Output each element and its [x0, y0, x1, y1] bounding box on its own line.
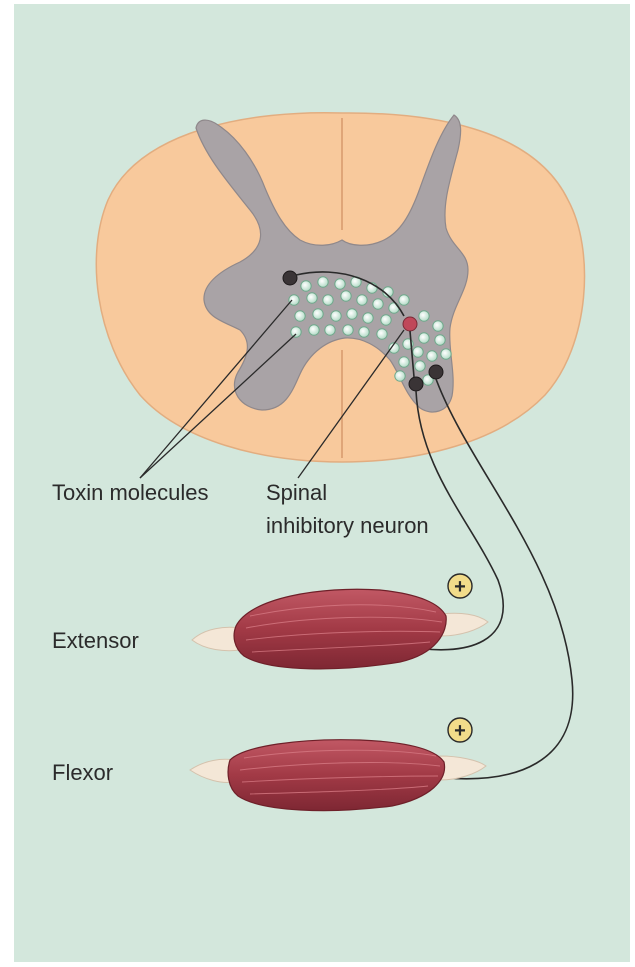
- toxin-molecule: [318, 277, 328, 287]
- toxin-molecule: [389, 303, 399, 313]
- toxin-molecule: [419, 311, 429, 321]
- toxin-molecule: [363, 313, 373, 323]
- toxin-molecule: [381, 315, 391, 325]
- toxin-molecule: [291, 327, 301, 337]
- toxin-molecule: [301, 281, 311, 291]
- motor-neuron-dorsal: [283, 271, 297, 285]
- toxin-molecule: [373, 299, 383, 309]
- toxin-molecule: [395, 371, 405, 381]
- toxin-molecule: [323, 295, 333, 305]
- toxin-molecule: [341, 291, 351, 301]
- toxin-molecule: [295, 311, 305, 321]
- toxin-molecule: [433, 321, 443, 331]
- toxin-molecule: [419, 333, 429, 343]
- toxin-molecule: [335, 279, 345, 289]
- toxin-molecule: [413, 347, 423, 357]
- plus-badge-extensor-sign: +: [454, 576, 466, 598]
- label-extensor: Extensor: [52, 628, 139, 653]
- plus-badge-flexor: +: [448, 718, 472, 742]
- toxin-molecule: [309, 325, 319, 335]
- toxin-molecule: [331, 311, 341, 321]
- toxin-molecule: [399, 295, 409, 305]
- toxin-molecule: [399, 357, 409, 367]
- toxin-molecule: [435, 335, 445, 345]
- label-inhibitory-neuron: inhibitory neuron: [266, 513, 429, 538]
- toxin-molecule: [359, 327, 369, 337]
- motor-neuron-flexor: [429, 365, 443, 379]
- toxin-molecule: [347, 309, 357, 319]
- plus-badge-extensor: +: [448, 574, 472, 598]
- toxin-molecule: [357, 295, 367, 305]
- toxin-molecule: [427, 351, 437, 361]
- toxin-molecule: [307, 293, 317, 303]
- spinal-inhibitory-neuron: [403, 317, 417, 331]
- label-flexor: Flexor: [52, 760, 113, 785]
- toxin-molecule: [325, 325, 335, 335]
- toxin-molecule: [441, 349, 451, 359]
- plus-badge-flexor-sign: +: [454, 720, 466, 742]
- label-toxin-molecules: Toxin molecules: [52, 480, 209, 505]
- toxin-molecule: [343, 325, 353, 335]
- toxin-molecule: [377, 329, 387, 339]
- label-spinal: Spinal: [266, 480, 327, 505]
- toxin-molecule: [289, 295, 299, 305]
- toxin-molecule: [313, 309, 323, 319]
- motor-neuron-extensor: [409, 377, 423, 391]
- toxin-molecule: [415, 361, 425, 371]
